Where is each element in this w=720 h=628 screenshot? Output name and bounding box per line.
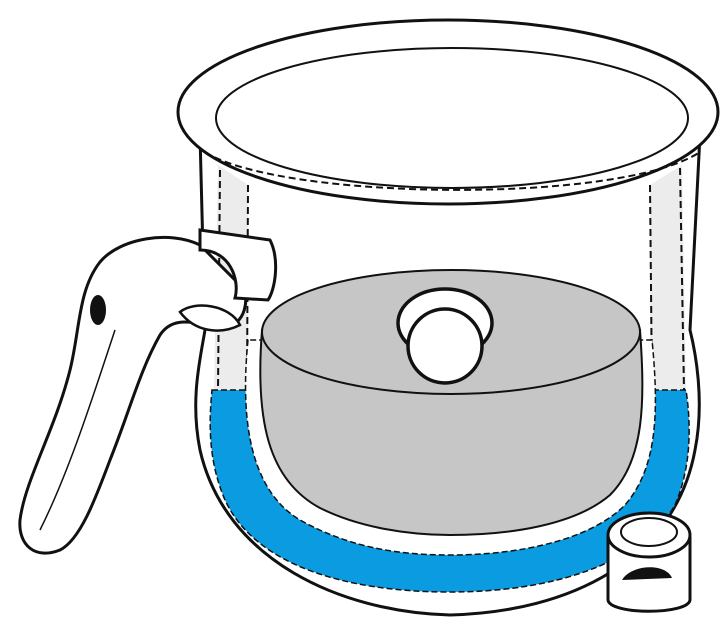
- dashed-rim: [204, 151, 701, 191]
- handle-knob: [90, 295, 106, 325]
- pot-rim-inner: [215, 47, 689, 189]
- handle: [18, 228, 278, 555]
- wall-gap-right: [650, 165, 686, 390]
- valve-cap: [606, 511, 692, 613]
- center-hole: [406, 307, 484, 385]
